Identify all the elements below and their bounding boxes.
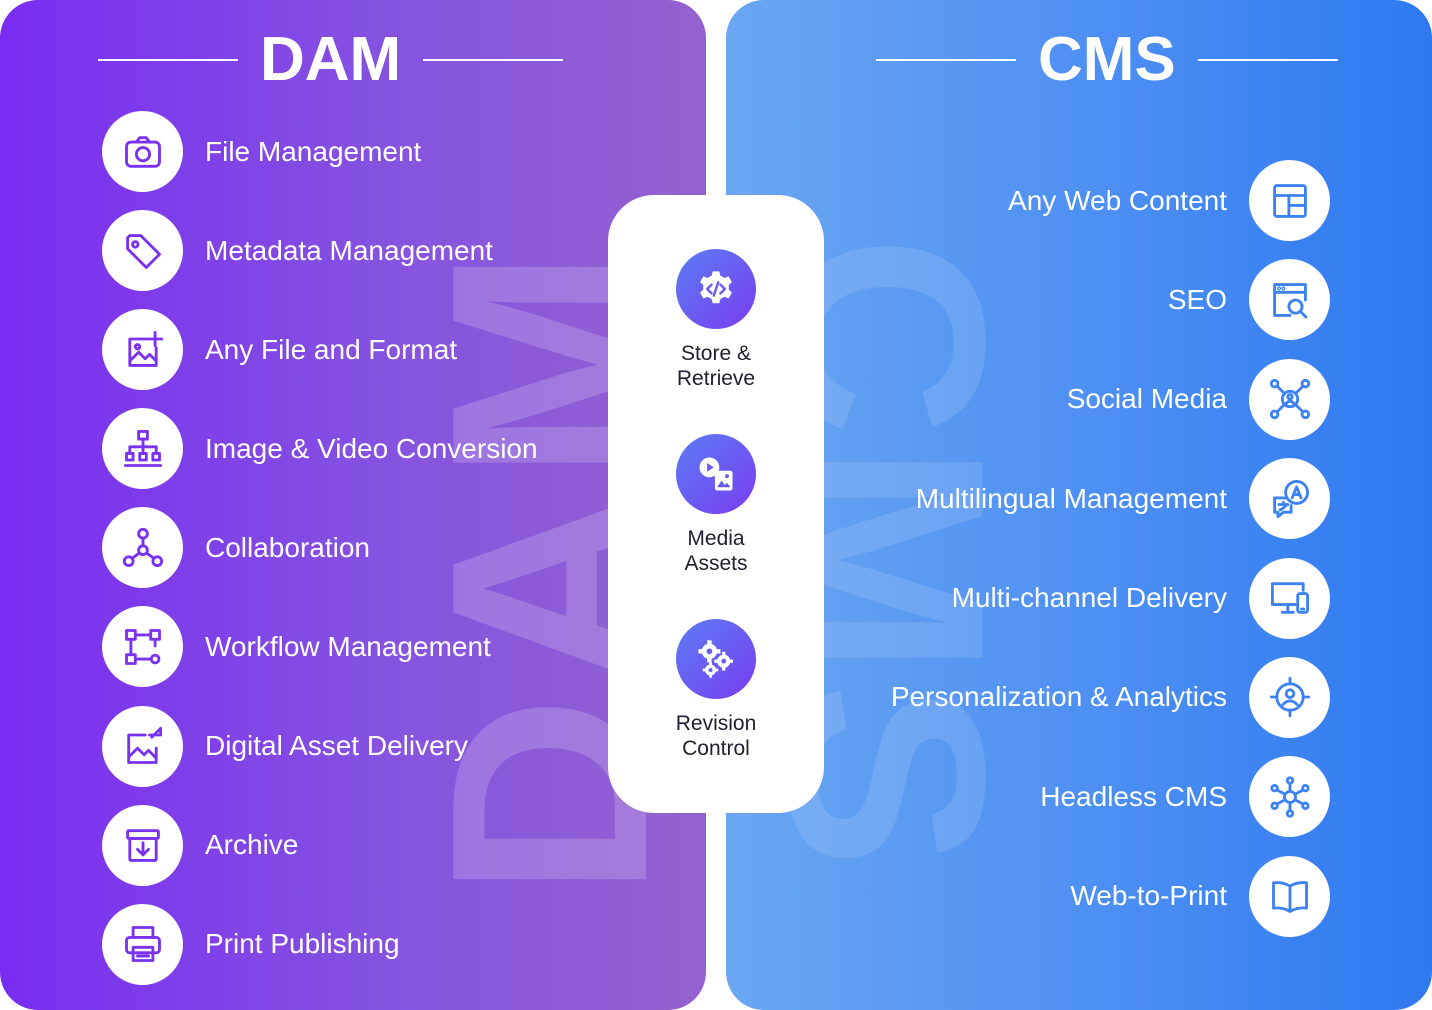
center-label-line1: Store & xyxy=(680,342,752,365)
center-label-line2: Control xyxy=(682,737,750,760)
cms-title: CMS xyxy=(1038,25,1176,94)
media-icon xyxy=(676,434,756,514)
dam-item-any-file-format: Any File and Format xyxy=(102,309,538,391)
center-item-store-retrieve: Store & Retrieve xyxy=(608,249,824,391)
browser-search-icon xyxy=(1249,259,1330,341)
item-label: Metadata Management xyxy=(205,234,493,266)
title-divider-left xyxy=(98,59,238,61)
item-label: Any File and Format xyxy=(205,333,458,365)
item-label: Collaboration xyxy=(205,531,370,563)
center-label-line1: Revision xyxy=(675,712,757,735)
dam-item-digital-asset-delivery: Digital Asset Delivery xyxy=(102,705,538,787)
code-gear-icon xyxy=(676,249,756,329)
cms-item-headless-cms: Headless CMS xyxy=(891,756,1330,838)
shared-features-card: Store & Retrieve Media Assets xyxy=(608,195,824,813)
center-label: Media Assets xyxy=(608,526,824,576)
cms-title-row: CMS xyxy=(876,22,1338,98)
item-label: Web-to-Print xyxy=(1070,880,1227,912)
title-divider-right xyxy=(423,59,564,61)
dam-feature-list: File Management Metadata Management Any … xyxy=(102,111,538,1003)
center-label-line1: Media xyxy=(687,527,745,550)
cms-panel: CMS CMS Any Web Content SEO Social Media xyxy=(726,0,1432,1010)
dam-item-collaboration: Collaboration xyxy=(102,507,538,589)
archive-icon xyxy=(102,804,183,886)
image-share-icon xyxy=(102,705,183,787)
center-label: Revision Control xyxy=(608,711,824,761)
center-item-revision-control: Revision Control xyxy=(608,619,824,761)
item-label: File Management xyxy=(205,135,422,167)
dam-item-print-publishing: Print Publishing xyxy=(102,903,538,985)
item-label: Personalization & Analytics xyxy=(890,681,1227,713)
cms-item-web-to-print: Web-to-Print xyxy=(891,855,1330,937)
cms-item-multi-channel-delivery: Multi-channel Delivery xyxy=(891,557,1330,639)
item-label: Archive xyxy=(205,829,299,861)
tag-icon xyxy=(102,210,183,292)
dam-title: DAM xyxy=(260,25,402,94)
printer-icon xyxy=(102,903,183,985)
dam-panel: DAM DAM File Management Metadata Managem… xyxy=(0,0,706,1010)
title-divider-left xyxy=(876,59,1016,61)
layout-icon xyxy=(1249,160,1330,241)
cms-item-personalization-analytics: Personalization & Analytics xyxy=(890,656,1330,738)
gears-icon xyxy=(676,619,756,699)
devices-icon xyxy=(1249,557,1330,639)
item-label: Social Media xyxy=(1066,383,1227,415)
center-item-media-assets: Media Assets xyxy=(608,434,824,576)
center-label: Store & Retrieve xyxy=(608,341,824,391)
cms-item-any-web-content: Any Web Content xyxy=(891,160,1330,241)
workflow-icon xyxy=(102,606,183,688)
item-label: Digital Asset Delivery xyxy=(205,730,468,762)
center-label-line2: Retrieve xyxy=(676,367,756,390)
item-label: SEO xyxy=(1167,283,1227,315)
title-divider-right xyxy=(1197,59,1338,61)
cms-item-seo: SEO xyxy=(891,259,1330,341)
dam-item-workflow-management: Workflow Management xyxy=(102,606,538,688)
cms-feature-list: Any Web Content SEO Social Media Multili… xyxy=(891,160,1330,955)
social-network-icon xyxy=(1249,358,1330,440)
network-icon xyxy=(102,507,183,589)
dam-item-metadata-management: Metadata Management xyxy=(102,210,538,292)
target-user-icon xyxy=(1249,656,1330,738)
item-label: Print Publishing xyxy=(205,928,400,960)
center-label-line2: Assets xyxy=(684,552,748,575)
dam-item-file-management: File Management xyxy=(102,111,538,192)
translate-icon xyxy=(1249,458,1330,540)
image-add-icon xyxy=(102,309,183,391)
item-label: Headless CMS xyxy=(1040,780,1227,812)
item-label: Multilingual Management xyxy=(915,482,1227,514)
camera-icon xyxy=(102,111,183,192)
dam-item-image-video-conversion: Image & Video Conversion xyxy=(102,408,538,490)
item-label: Any Web Content xyxy=(1008,184,1227,216)
dam-item-archive: Archive xyxy=(102,804,538,886)
item-label: Multi-channel Delivery xyxy=(951,582,1227,614)
cms-item-social-media: Social Media xyxy=(891,358,1330,440)
dam-title-row: DAM xyxy=(98,22,564,98)
item-label: Workflow Management xyxy=(205,630,491,662)
book-icon xyxy=(1249,855,1330,937)
hub-icon xyxy=(1249,756,1330,838)
item-label: Image & Video Conversion xyxy=(205,432,538,464)
cms-item-multilingual-management: Multilingual Management xyxy=(891,458,1330,540)
hierarchy-icon xyxy=(102,408,183,490)
